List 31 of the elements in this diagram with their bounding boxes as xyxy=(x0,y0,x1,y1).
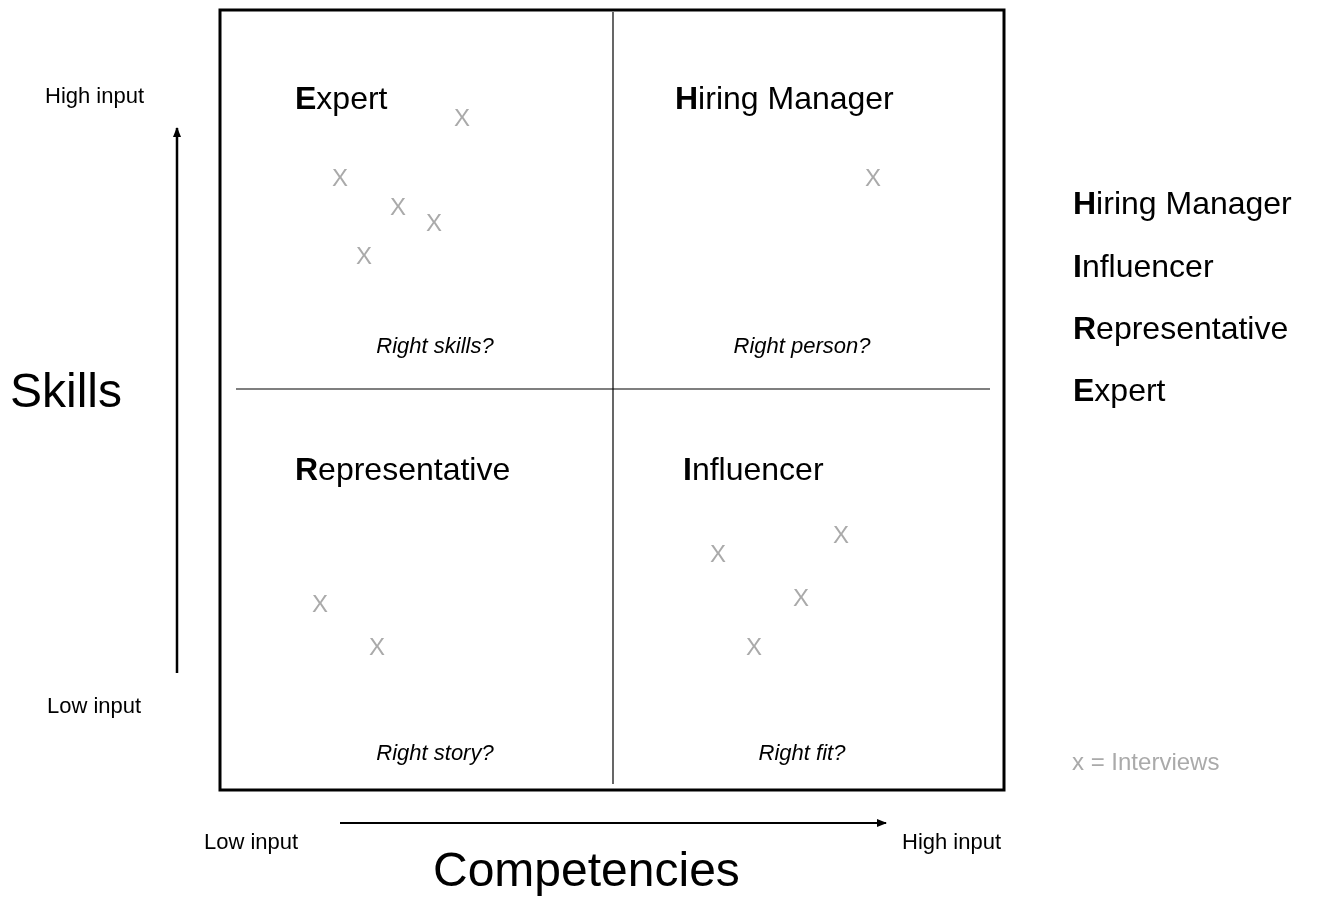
legend-note: x = Interviews xyxy=(1072,750,1220,774)
interview-mark: X xyxy=(332,166,348,190)
interview-mark: X xyxy=(356,244,372,268)
interview-mark: X xyxy=(710,542,726,566)
quadrant-heading: Hiring Manager xyxy=(675,82,894,114)
quadrant-heading: Influencer xyxy=(683,453,824,485)
interview-mark: X xyxy=(793,586,809,610)
interview-mark: X xyxy=(390,195,406,219)
axis-label: High input xyxy=(902,831,1002,853)
quadrant-question: Right story? xyxy=(376,742,494,764)
interview-mark: X xyxy=(454,106,470,130)
interview-mark: X xyxy=(312,592,328,616)
role-list-item: Hiring Manager xyxy=(1073,187,1292,219)
axis-label: Low input xyxy=(47,695,142,717)
quadrant-heading: Representative xyxy=(295,453,511,485)
role-list-item: Expert xyxy=(1073,374,1166,406)
interview-mark: X xyxy=(426,211,442,235)
interview-mark: X xyxy=(833,523,849,547)
axis-title: Competencies xyxy=(433,846,740,894)
quadrant-question: Right person? xyxy=(733,335,871,357)
axis-label: Low input xyxy=(204,831,299,853)
interview-mark: X xyxy=(369,635,385,659)
role-list-item: Representative xyxy=(1073,312,1289,344)
interview-mark: X xyxy=(865,166,881,190)
interview-mark: X xyxy=(746,635,762,659)
quadrant-question: Right skills? xyxy=(376,335,494,357)
role-list-item: Influencer xyxy=(1073,250,1214,282)
axis-label: High input xyxy=(45,85,145,107)
quadrant-heading: Expert xyxy=(295,82,388,114)
quadrant-question: Right fit? xyxy=(758,742,846,764)
axis-title: Skills xyxy=(10,367,122,415)
